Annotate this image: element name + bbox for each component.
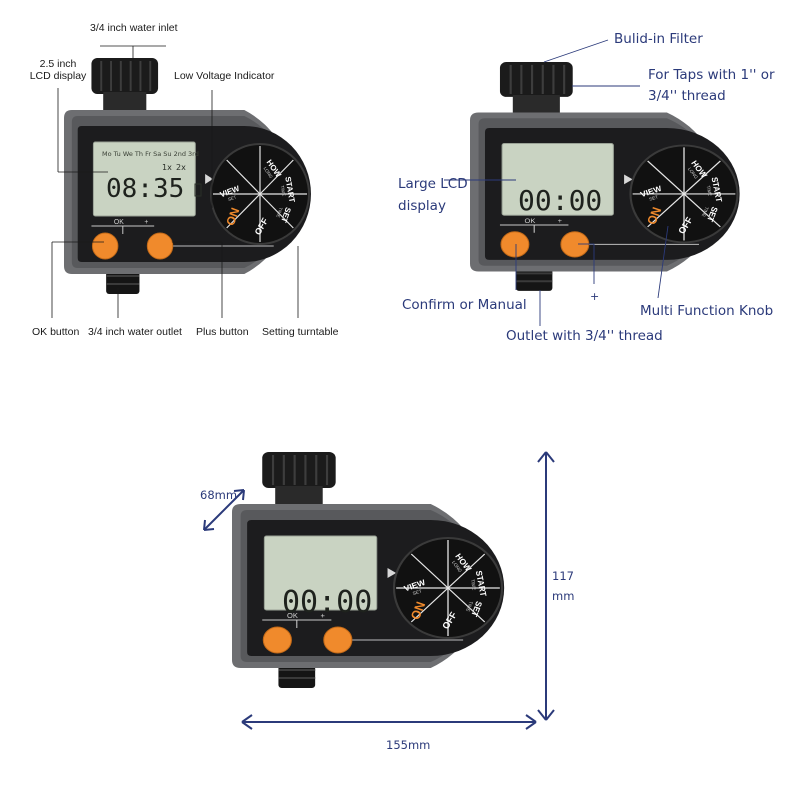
lcd-content-1: Mo Tu We Th Fr Sa Su 2nd 3rd 1x 2x 08:35 bbox=[102, 150, 202, 204]
panel-dimensions: 00:00 bbox=[203, 450, 555, 730]
label-height: 117 mm bbox=[552, 566, 574, 606]
button-label-ok: OK bbox=[287, 611, 298, 620]
lcd-freq-2x: 2x bbox=[176, 163, 186, 172]
dial-label-start: START bbox=[474, 570, 489, 597]
dial-sublabel-how: LONG bbox=[263, 166, 275, 180]
label-large-lcd-line1: Large LCD bbox=[398, 176, 468, 192]
dial-sublabel-set: TIME bbox=[275, 207, 283, 219]
dial-sublabel-view: SET bbox=[412, 588, 423, 596]
button-label-ok: OK bbox=[114, 219, 124, 226]
label-outlet-thread: Outlet with 3/4'' thread bbox=[506, 328, 663, 344]
dial-sublabel-start: TIME bbox=[706, 185, 713, 196]
dial-label-on: ON bbox=[223, 206, 242, 228]
lcd-time-3: 00:00 bbox=[282, 585, 372, 620]
button-label-ok: OK bbox=[525, 217, 536, 225]
label-lcd-size-line2: LCD display bbox=[29, 70, 87, 82]
label-setting-turntable: Setting turntable bbox=[262, 326, 339, 338]
button-label-plus: + bbox=[558, 217, 562, 225]
label-height-line2: mm bbox=[552, 589, 575, 603]
label-taps-line1: For Taps with 1'' or bbox=[648, 67, 775, 83]
dial-sublabel-set: TIME bbox=[465, 601, 474, 613]
label-water-outlet: 3/4 inch water outlet bbox=[88, 326, 182, 338]
dial-sublabel-view: SET bbox=[648, 194, 659, 201]
label-large-lcd-line2: display bbox=[398, 198, 446, 214]
dial-label-on: ON bbox=[408, 600, 428, 621]
dial-sublabel-set: TIME bbox=[701, 206, 710, 217]
dial-label-start: START bbox=[283, 176, 296, 203]
panel-feature-callouts: 00:00 bbox=[444, 39, 741, 326]
dial-sublabel-start: TIME bbox=[470, 579, 477, 590]
label-ok-button: OK button bbox=[32, 326, 80, 338]
label-multi-function-knob: Multi Function Knob bbox=[640, 303, 774, 319]
label-confirm-manual: Confirm or Manual bbox=[402, 297, 527, 313]
lcd-freq-1x: 1x bbox=[162, 163, 172, 172]
lcd-day-row: Mo Tu We Th Fr Sa Su 2nd 3rd bbox=[102, 150, 199, 158]
label-large-lcd: Large LCD display bbox=[398, 173, 468, 217]
label-lcd-size: 2.5 inch LCD display bbox=[26, 58, 90, 82]
label-plus-button: Plus button bbox=[196, 326, 249, 338]
dial-label-on: ON bbox=[644, 205, 664, 226]
label-low-voltage: Low Voltage Indicator bbox=[174, 70, 275, 82]
lcd-time-1: 08:35 bbox=[106, 174, 184, 204]
label-taps-line2: 3/4'' thread bbox=[648, 88, 726, 104]
label-depth: 68mm bbox=[200, 488, 238, 502]
battery-icon bbox=[194, 183, 202, 197]
label-plus: + bbox=[590, 290, 600, 303]
label-water-inlet: 3/4 inch water inlet bbox=[90, 22, 178, 34]
dimension-arrows bbox=[203, 451, 555, 730]
panel-detailed-device: Mo Tu We Th Fr Sa Su 2nd 3rd 1x 2x 08:35 bbox=[51, 45, 312, 318]
dial-sublabel-view: SET bbox=[227, 194, 237, 202]
lcd-time-2: 00:00 bbox=[518, 184, 602, 217]
label-lcd-size-line1: 2.5 inch bbox=[39, 58, 77, 70]
button-label-plus: + bbox=[144, 219, 148, 226]
dial-sublabel-start: TIME bbox=[280, 185, 287, 196]
label-taps: For Taps with 1'' or 3/4'' thread bbox=[648, 65, 775, 107]
label-builtin-filter: Bulid-in Filter bbox=[614, 31, 703, 47]
label-width: 155mm bbox=[386, 738, 431, 752]
button-label-plus: + bbox=[321, 611, 325, 620]
label-height-line1: 117 bbox=[552, 569, 574, 583]
